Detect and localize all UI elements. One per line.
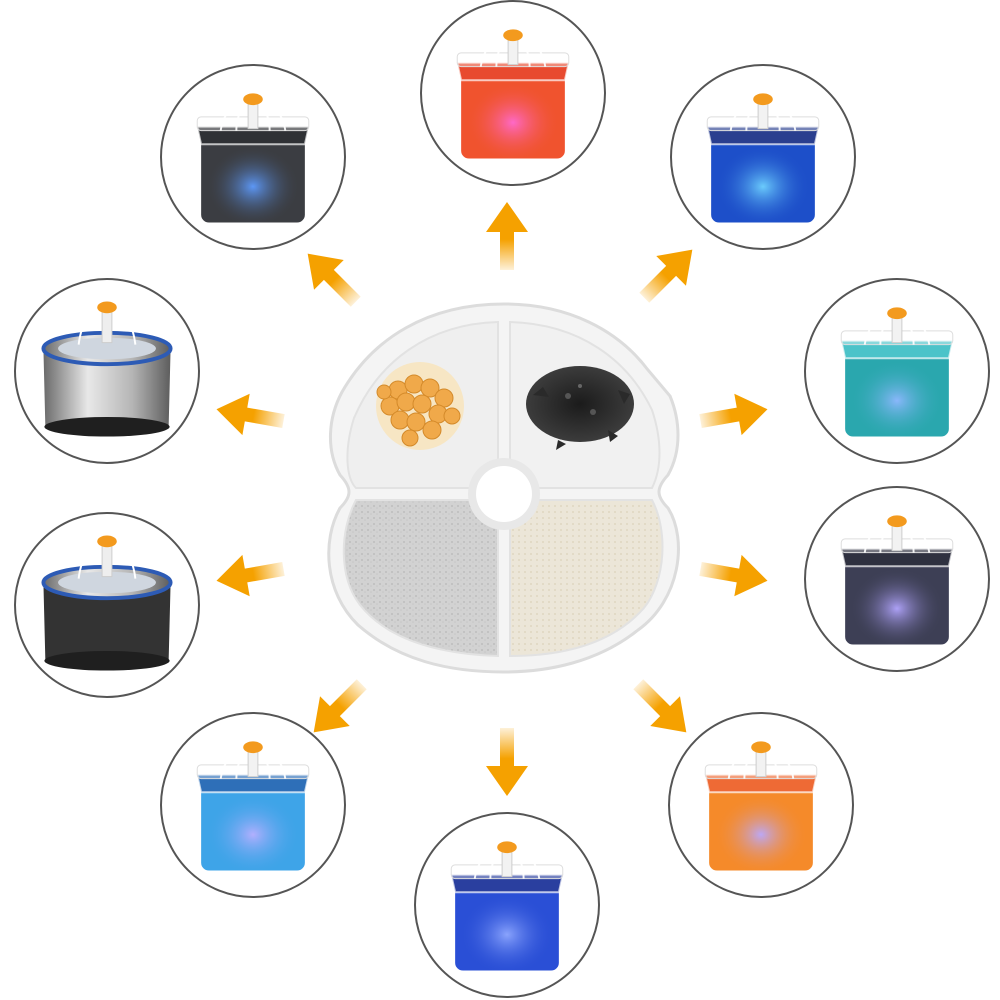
resin-beads	[376, 362, 464, 450]
center-filter-image	[327, 302, 680, 674]
fountain-circle-right-lower	[804, 486, 990, 672]
fountain-circle-top-left	[160, 64, 346, 250]
fountain-circle-bottom-left	[160, 712, 346, 898]
fountain-circle-bottom-right	[668, 712, 854, 898]
arrow-icon	[484, 728, 530, 798]
fountain-image	[196, 741, 310, 871]
fountain-circle-bottom	[414, 812, 600, 998]
arrow-icon	[211, 546, 288, 603]
arrow-icon	[296, 668, 378, 750]
fountain-image	[196, 93, 310, 223]
fountain-circle-top-right	[670, 64, 856, 250]
arrow-icon	[697, 386, 774, 443]
activated-carbon	[526, 366, 634, 450]
fountain-image	[704, 741, 818, 871]
arrow-icon	[484, 200, 530, 270]
fountain-circle-right-upper	[804, 278, 990, 464]
fountain-image	[41, 301, 173, 437]
arrow-icon	[211, 386, 288, 443]
fountain-image	[456, 29, 570, 159]
fountain-image	[41, 535, 173, 671]
arrow-icon	[622, 668, 704, 750]
arrow-icon	[628, 232, 710, 314]
fountain-image	[706, 93, 820, 223]
arrow-icon	[697, 546, 774, 603]
fountain-image	[840, 515, 954, 645]
fountain-circle-left-lower	[14, 512, 200, 698]
fountain-circle-left-upper	[14, 278, 200, 464]
fountain-image	[450, 841, 564, 971]
arrow-icon	[290, 236, 372, 318]
fountain-image	[840, 307, 954, 437]
fountain-circle-top	[420, 0, 606, 186]
